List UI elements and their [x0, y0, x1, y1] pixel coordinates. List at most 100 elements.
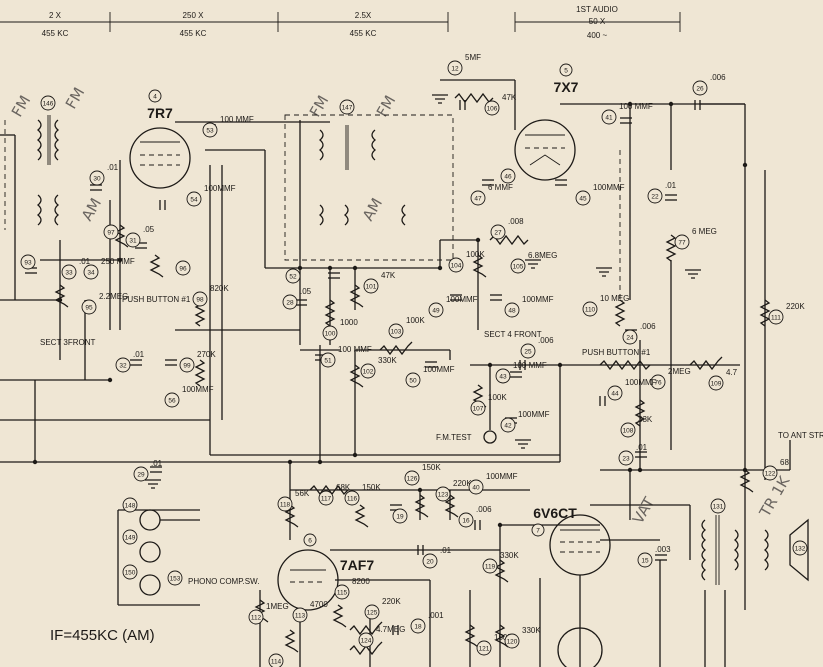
- component-value: 4.7MEG: [376, 625, 405, 634]
- tube-7x7-envelope: [514, 119, 576, 181]
- component-ref: 25: [524, 348, 532, 355]
- component-ref: 132: [795, 545, 806, 552]
- component-ref-circle: [89, 170, 105, 186]
- stage-4-freq: 400 ~: [587, 31, 608, 40]
- component-ref-circle: [164, 392, 180, 408]
- component-ref-circle: [422, 553, 438, 569]
- resistor-symbol: [254, 599, 269, 623]
- component-ref-circle: [410, 618, 426, 634]
- component-20: 20.01: [422, 546, 452, 569]
- sect3-label: SECT 3FRONT: [40, 338, 96, 347]
- component-ref-circle: [476, 640, 492, 656]
- component-ref: 123: [438, 491, 449, 498]
- component-ref-circle: [125, 232, 141, 248]
- component-15: 15.003: [637, 545, 671, 568]
- pilot-lamps: [139, 430, 497, 596]
- component-ref-circle: [448, 257, 464, 273]
- tube-7af7-num: 6: [308, 538, 312, 545]
- component-ref: 18: [414, 623, 422, 630]
- component-ref-circle: [364, 604, 380, 620]
- component-value: 1000: [340, 318, 358, 327]
- component-ref: 102: [363, 368, 374, 375]
- stage-2-gain: 250 X: [183, 11, 205, 20]
- component-ref-circle: [83, 264, 99, 280]
- tube-labels: 4 7R7 5 7X7 7 6V6CT 6 7AF7: [147, 63, 579, 573]
- component-ref: 51: [324, 357, 332, 364]
- component-ref-circle: [618, 450, 634, 466]
- component-ref: 121: [479, 645, 490, 652]
- component-147: 147: [339, 99, 355, 115]
- component-93: 93: [20, 254, 36, 270]
- tube-7x7-label: 7X7: [554, 79, 579, 95]
- component-value: 47K: [381, 271, 396, 280]
- component-ref-circle: [601, 109, 617, 125]
- component-ref: 41: [605, 114, 613, 121]
- component-ref-circle: [620, 422, 636, 438]
- resistor-symbol: [149, 254, 164, 278]
- component-ref-circle: [495, 368, 511, 384]
- component-ref: 23: [622, 455, 630, 462]
- sect4-label: SECT 4 FRONT: [484, 330, 542, 339]
- component-value: .05: [300, 287, 312, 296]
- component-value: 68K: [336, 483, 351, 492]
- component-ref: 40: [472, 484, 480, 491]
- component-value: 100K: [406, 316, 425, 325]
- component-value: 100 MMF: [513, 361, 547, 370]
- component-ref: 34: [87, 269, 95, 276]
- component-value: 100 MMF: [220, 115, 254, 124]
- component-ref: 131: [713, 503, 724, 510]
- component-ref: 42: [504, 422, 512, 429]
- component-ref-circle: [647, 188, 663, 204]
- component-ref: 122: [765, 470, 776, 477]
- component-ref: 56: [168, 397, 176, 404]
- component-ref-circle: [674, 234, 690, 250]
- resistor-symbol: [494, 559, 509, 583]
- component-value: .003: [655, 545, 671, 554]
- component-ref: 120: [507, 638, 518, 645]
- resistor-symbol: [444, 494, 459, 518]
- resistor-symbol: [414, 494, 429, 518]
- component-ref-circle: [122, 529, 138, 545]
- resistor-symbol: [354, 504, 369, 528]
- resistor-symbol: [284, 504, 299, 528]
- component-ref: 110: [585, 306, 596, 313]
- component-ref-circle: [358, 632, 374, 648]
- component-ref: 109: [711, 380, 722, 387]
- lamp-icon: [139, 574, 161, 596]
- resistor-symbol: [349, 284, 364, 308]
- resistor-symbol: [332, 604, 347, 628]
- resistor-symbol: [284, 629, 299, 653]
- component-value: .01: [79, 257, 91, 266]
- component-value: 220K: [453, 479, 472, 488]
- component-ref-circle: [582, 301, 598, 317]
- component-value: 68: [780, 458, 789, 467]
- component-ref-circle: [708, 375, 724, 391]
- component-31: 31.05: [125, 225, 155, 248]
- component-ref-circle: [792, 540, 808, 556]
- component-ref: 126: [407, 475, 418, 482]
- component-ref-circle: [334, 584, 350, 600]
- component-ref-circle: [167, 570, 183, 586]
- component-ref: 52: [289, 273, 297, 280]
- component-26: 26.006: [692, 73, 726, 96]
- resistor-symbol: [614, 299, 626, 327]
- resistor-symbol: [194, 359, 206, 387]
- component-value: .01: [151, 459, 163, 468]
- vat-note: VAT: [629, 493, 659, 527]
- component-ref-circle: [458, 512, 474, 528]
- component-value: 150K: [422, 463, 441, 472]
- component-value: 100MMF: [522, 295, 554, 304]
- component-ref: 98: [196, 296, 204, 303]
- component-16: 16.006: [458, 505, 492, 528]
- component-value: 5MF: [465, 53, 481, 62]
